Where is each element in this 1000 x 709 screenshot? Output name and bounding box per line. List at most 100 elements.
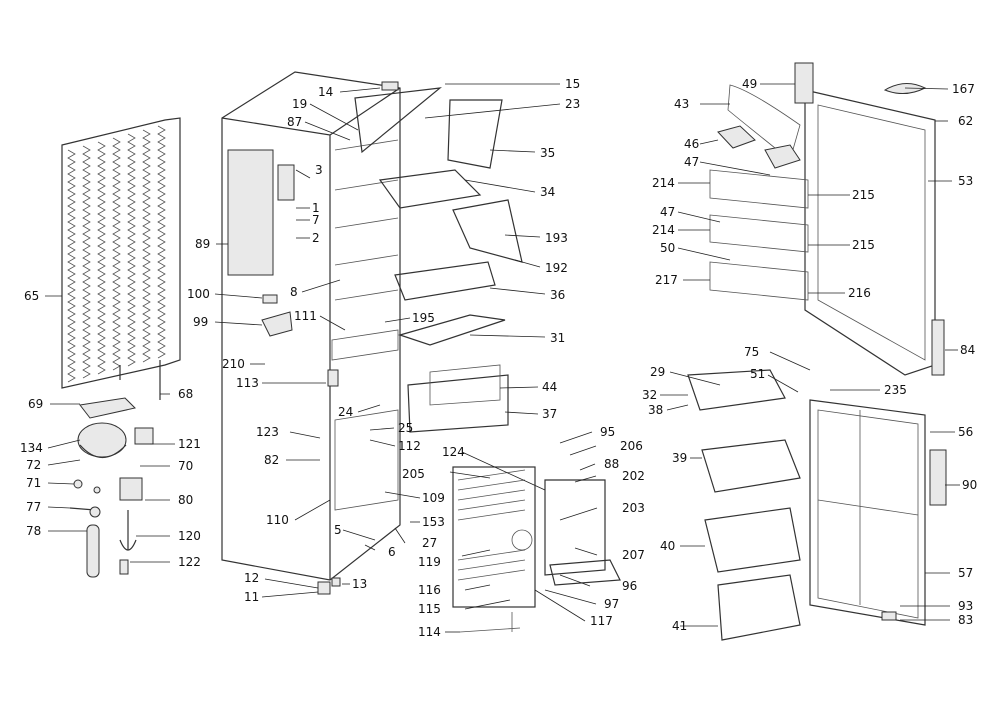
coil-segment <box>127 133 136 367</box>
label-43: 43 <box>674 97 689 111</box>
label-39: 39 <box>672 451 687 465</box>
label-69: 69 <box>28 397 43 411</box>
label-96: 96 <box>622 579 637 593</box>
label-3: 3 <box>315 163 323 177</box>
label-49: 49 <box>742 77 757 91</box>
evaporator <box>452 466 621 633</box>
label-82: 82 <box>264 453 279 467</box>
coil-segment <box>97 141 106 375</box>
label-6: 6 <box>388 545 396 559</box>
label-202: 202 <box>622 469 645 483</box>
fridge-door <box>709 62 936 376</box>
label-97: 97 <box>604 597 619 611</box>
shelves <box>354 87 523 433</box>
label-111: 111 <box>294 309 317 323</box>
coil-segment <box>112 137 121 371</box>
label-195: 195 <box>412 311 435 325</box>
coil-segment <box>142 129 151 363</box>
label-25: 25 <box>398 421 413 435</box>
label-122: 122 <box>178 555 201 569</box>
label-40: 40 <box>660 539 675 553</box>
label-215a: 215 <box>852 188 875 202</box>
label-34: 34 <box>540 185 555 199</box>
label-2: 2 <box>312 231 320 245</box>
freezer-drawers <box>687 369 801 641</box>
label-32: 32 <box>642 388 657 402</box>
label-75: 75 <box>744 345 759 359</box>
label-65: 65 <box>24 289 39 303</box>
label-14: 14 <box>318 85 333 99</box>
label-37: 37 <box>542 407 557 421</box>
label-95: 95 <box>600 425 615 439</box>
label-117: 117 <box>590 614 613 628</box>
label-38: 38 <box>648 403 663 417</box>
freezer-door <box>809 319 947 626</box>
label-120: 120 <box>178 529 201 543</box>
label-153: 153 <box>422 515 445 529</box>
label-46: 46 <box>684 137 699 151</box>
label-110: 110 <box>266 513 289 527</box>
label-124: 124 <box>442 445 465 459</box>
label-83: 83 <box>958 613 973 627</box>
label-70: 70 <box>178 459 193 473</box>
label-78: 78 <box>26 524 41 538</box>
label-89: 89 <box>195 237 210 251</box>
label-51: 51 <box>750 367 765 381</box>
label-24: 24 <box>338 405 353 419</box>
label-121: 121 <box>178 437 201 451</box>
cabinet-body <box>221 71 401 595</box>
label-27: 27 <box>422 536 437 550</box>
label-235: 235 <box>884 383 907 397</box>
label-72: 72 <box>26 458 41 472</box>
label-8: 8 <box>290 285 298 299</box>
label-217: 217 <box>655 273 678 287</box>
label-35: 35 <box>540 146 555 160</box>
label-50: 50 <box>660 241 675 255</box>
label-11: 11 <box>244 590 259 604</box>
label-203: 203 <box>622 501 645 515</box>
label-119: 119 <box>418 555 441 569</box>
label-56: 56 <box>958 425 973 439</box>
label-47a: 47 <box>684 155 699 169</box>
label-84: 84 <box>960 343 975 357</box>
label-15: 15 <box>565 77 580 91</box>
label-68: 68 <box>178 387 193 401</box>
coil-segment <box>67 149 76 383</box>
label-44: 44 <box>542 380 557 394</box>
label-5: 5 <box>334 523 342 537</box>
label-214a: 214 <box>652 176 675 190</box>
label-115: 115 <box>418 602 441 616</box>
label-113: 113 <box>236 376 259 390</box>
label-93: 93 <box>958 599 973 613</box>
label-100: 100 <box>187 287 210 301</box>
label-114: 114 <box>418 625 441 639</box>
label-134: 134 <box>20 441 43 455</box>
label-206: 206 <box>620 439 643 453</box>
label-123: 123 <box>256 425 279 439</box>
label-116: 116 <box>418 583 441 597</box>
label-1: 1 <box>312 201 320 215</box>
condenser-coil <box>61 117 181 400</box>
label-90: 90 <box>962 478 977 492</box>
label-12: 12 <box>244 571 259 585</box>
label-19: 19 <box>292 97 307 111</box>
label-36: 36 <box>550 288 565 302</box>
label-7: 7 <box>312 213 320 227</box>
label-41: 41 <box>672 619 687 633</box>
label-215b: 215 <box>852 238 875 252</box>
label-47b: 47 <box>660 205 675 219</box>
coil-segment <box>82 145 91 379</box>
compressor-group <box>69 397 154 578</box>
label-71: 71 <box>26 476 41 490</box>
label-87: 87 <box>287 115 302 129</box>
label-99: 99 <box>193 315 208 329</box>
label-112: 112 <box>398 439 421 453</box>
leader-lines <box>45 83 960 633</box>
label-29: 29 <box>650 365 665 379</box>
label-80: 80 <box>178 493 193 507</box>
label-193: 193 <box>545 231 568 245</box>
label-57: 57 <box>958 566 973 580</box>
label-13: 13 <box>352 577 367 591</box>
label-216: 216 <box>848 286 871 300</box>
